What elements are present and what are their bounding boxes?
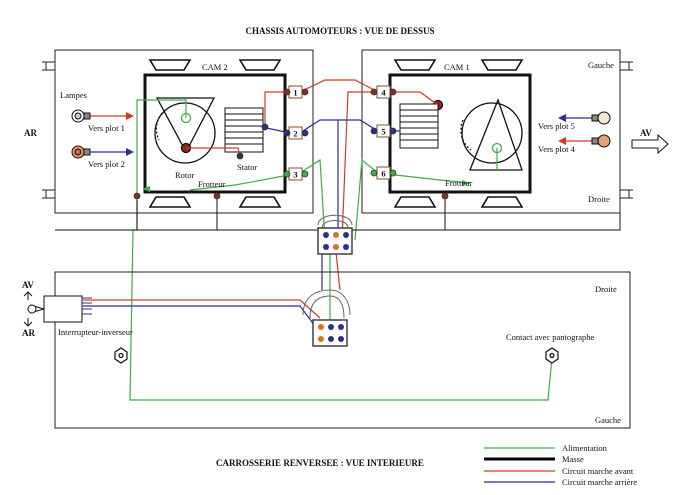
bogie-wheels (148, 59, 524, 208)
interrupteur-inverseur (27, 295, 92, 323)
label-frotteur-left: Frotteur (198, 179, 226, 189)
label-vers-plot-1: Vers plot 1 (88, 123, 125, 133)
av-arrow-icon (631, 133, 669, 155)
wire-bundle (302, 214, 353, 319)
labels: AR AV Gauche Droite Lampes Vers plot 1 V… (22, 60, 652, 425)
label-cam2: CAM 2 (202, 62, 228, 72)
plot-labels: 1 2 3 4 5 6 (293, 88, 386, 180)
label-interrupteur: Interrupteur-inverseur (58, 327, 133, 337)
stator-cam1 (399, 103, 439, 149)
chassis-frames (42, 49, 633, 214)
legend-label-alimentation: Alimentation (562, 443, 608, 453)
legend-label-avant: Circuit marche avant (562, 466, 634, 476)
label-gauche-top: Gauche (588, 60, 614, 70)
label-av: AV (640, 128, 652, 138)
lamp-icon (71, 109, 91, 123)
insulator-icons (114, 347, 559, 364)
plot-5-label: 5 (381, 127, 385, 137)
label-body-droite: Droite (595, 284, 617, 294)
label-contact: Contact avec pantographe (506, 332, 594, 342)
title-carrosserie: CARROSSERIE RENVERSEE : VUE INTERIEURE (216, 458, 424, 468)
connector-block-upper (317, 227, 353, 255)
label-cam1: CAM 1 (444, 62, 470, 72)
label-ar: AR (24, 128, 37, 138)
label-vers-plot-5: Vers plot 5 (538, 121, 575, 131)
label-frotteur-right: Frotteur (445, 178, 473, 188)
label-rotor: Rotor (175, 170, 195, 180)
legend: Alimentation Masse Circuit marche avant … (484, 443, 637, 487)
stator-cam2 (224, 107, 264, 153)
legend-label-masse: Masse (562, 454, 584, 464)
label-body-ar: AR (22, 328, 35, 338)
switch-arrows (23, 291, 33, 327)
label-body-av: AV (22, 280, 34, 290)
label-droite-top: Droite (588, 194, 610, 204)
lamp-arrows (126, 112, 566, 192)
terminal-screws (133, 88, 449, 200)
carrosserie-outline (54, 271, 631, 429)
label-body-gauche: Gauche (595, 415, 621, 425)
label-stator: Stator (237, 162, 257, 172)
connector-block-lower (312, 319, 348, 347)
plot-4-label: 4 (381, 88, 386, 98)
lamp-icons (71, 109, 611, 159)
wires-avant (83, 79, 595, 319)
label-vers-plot-2: Vers plot 2 (88, 159, 125, 169)
lamp-icon (71, 145, 91, 159)
plot-6-label: 6 (381, 169, 385, 179)
lamp-icon (591, 111, 611, 125)
rotor-cam1 (432, 98, 523, 171)
legend-label-arriere: Circuit marche arrière (562, 477, 637, 487)
plot-2-label: 2 (293, 129, 297, 139)
plot-1-label: 1 (293, 88, 297, 98)
wires-masse (55, 195, 621, 231)
label-vers-plot-4: Vers plot 4 (538, 144, 576, 154)
lamp-icon (591, 134, 611, 148)
label-lampes: Lampes (60, 90, 87, 100)
title-chassis: CHASSIS AUTOMOTEURS : VUE DE DESSUS (246, 26, 435, 36)
plot-3-label: 3 (293, 170, 297, 180)
rotor-cam2 (154, 97, 216, 164)
